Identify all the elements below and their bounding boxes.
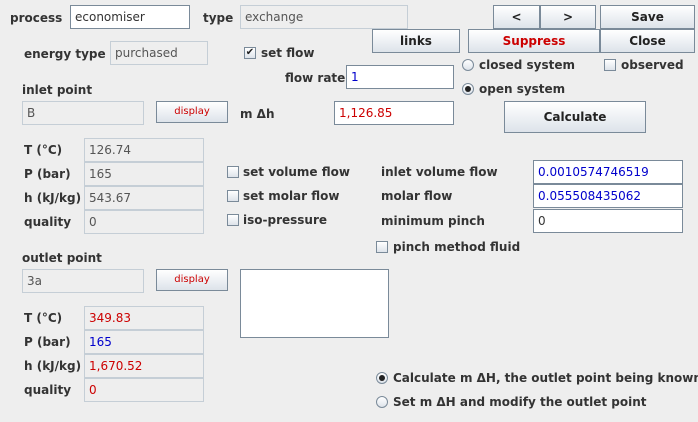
- pinch-method-fluid-checkbox[interactable]: [376, 241, 388, 253]
- open-system-label: open system: [479, 82, 566, 96]
- outlet-temperature-label: T (°C): [24, 311, 63, 325]
- type-field: exchange: [240, 5, 408, 29]
- open-system-radio[interactable]: [462, 83, 474, 95]
- pinch-method-fluid-label: pinch method fluid: [393, 240, 521, 254]
- previous-button[interactable]: <: [493, 5, 540, 29]
- links-button[interactable]: links: [372, 29, 460, 53]
- set-volume-flow-checkbox[interactable]: [227, 166, 239, 178]
- outlet-point-field: 3a: [22, 269, 144, 293]
- outlet-enthalpy-value: 1,670.52: [84, 354, 204, 378]
- inlet-point-title: inlet point: [22, 83, 93, 97]
- set-molar-flow-checkbox[interactable]: [227, 190, 239, 202]
- molar-flow-label: molar flow: [381, 189, 453, 203]
- set-mdh-radio[interactable]: [376, 396, 388, 408]
- notes-textarea[interactable]: [240, 269, 389, 338]
- set-mdh-label: Set m ΔH and modify the outlet point: [393, 395, 647, 409]
- inlet-point-field: B: [22, 101, 144, 125]
- energy-type-field: purchased: [110, 41, 208, 65]
- inlet-temperature-value: 126.74: [84, 138, 204, 162]
- inlet-display-button[interactable]: display: [156, 101, 228, 123]
- outlet-temperature-value: 349.83: [84, 306, 204, 330]
- closed-system-label: closed system: [479, 58, 576, 72]
- set-volume-flow-label: set volume flow: [243, 165, 350, 179]
- outlet-pressure-value: 165: [84, 330, 204, 354]
- outlet-point-title: outlet point: [22, 251, 102, 265]
- calculate-mdh-radio[interactable]: [376, 372, 388, 384]
- outlet-quality-value: 0: [84, 378, 204, 402]
- process-label: process: [10, 11, 63, 25]
- inlet-enthalpy-label: h (kJ/kg): [24, 191, 82, 205]
- iso-pressure-label: iso-pressure: [243, 213, 328, 227]
- inlet-pressure-value: 165: [84, 162, 204, 186]
- type-label: type: [203, 11, 234, 25]
- inlet-enthalpy-value: 543.67: [84, 186, 204, 210]
- mdh-label: m Δh: [240, 107, 275, 121]
- inlet-volume-flow-field[interactable]: 0.0010574746519: [533, 160, 683, 184]
- inlet-volume-flow-label: inlet volume flow: [381, 165, 498, 179]
- closed-system-radio[interactable]: [462, 59, 474, 71]
- outlet-display-button[interactable]: display: [156, 269, 228, 291]
- suppress-button[interactable]: Suppress: [468, 29, 600, 53]
- outlet-quality-label: quality: [24, 383, 72, 397]
- outlet-enthalpy-label: h (kJ/kg): [24, 359, 82, 373]
- calculate-button[interactable]: Calculate: [504, 101, 646, 133]
- iso-pressure-checkbox[interactable]: [227, 214, 239, 226]
- minimum-pinch-field[interactable]: 0: [533, 209, 683, 233]
- inlet-temperature-label: T (°C): [24, 143, 63, 157]
- process-name-field[interactable]: economiser: [70, 5, 190, 29]
- outlet-pressure-label: P (bar): [24, 335, 71, 349]
- set-flow-label: set flow: [261, 46, 315, 60]
- set-flow-checkbox[interactable]: ✔: [244, 47, 256, 59]
- close-button[interactable]: Close: [600, 29, 695, 53]
- inlet-quality-value: 0: [84, 210, 204, 234]
- save-button[interactable]: Save: [600, 5, 695, 29]
- inlet-pressure-label: P (bar): [24, 167, 71, 181]
- set-molar-flow-label: set molar flow: [243, 189, 340, 203]
- flow-rate-input[interactable]: 1: [346, 65, 454, 89]
- molar-flow-field[interactable]: 0.055508435062: [533, 184, 683, 208]
- flow-rate-label: flow rate: [285, 71, 346, 85]
- mdh-field[interactable]: 1,126.85: [334, 101, 454, 125]
- energy-type-label: energy type: [24, 47, 106, 61]
- observed-checkbox[interactable]: [604, 59, 616, 71]
- next-button[interactable]: >: [540, 5, 596, 29]
- inlet-quality-label: quality: [24, 215, 72, 229]
- minimum-pinch-label: minimum pinch: [381, 214, 485, 228]
- observed-label: observed: [621, 58, 684, 72]
- calculate-mdh-label: Calculate m ΔH, the outlet point being k…: [393, 371, 698, 385]
